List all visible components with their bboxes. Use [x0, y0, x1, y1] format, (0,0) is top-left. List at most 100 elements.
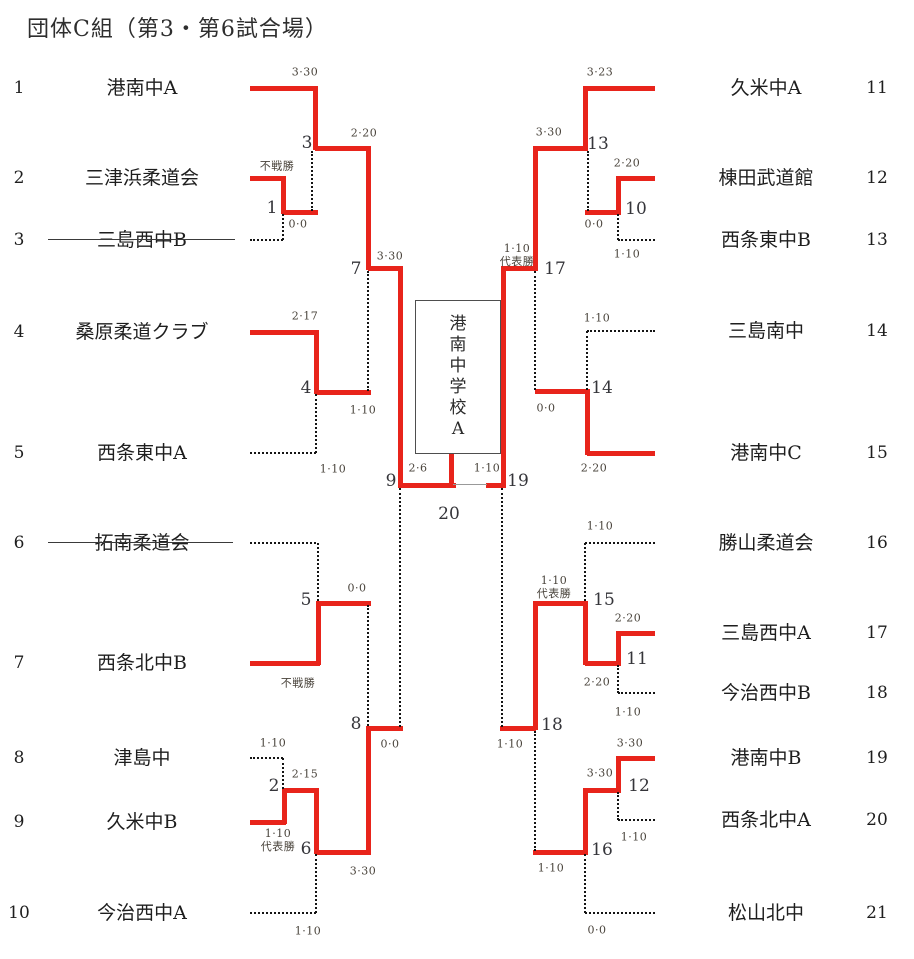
match-score: 0·0 — [380, 737, 400, 751]
winner-path-line — [585, 661, 621, 666]
winner-path-line — [398, 266, 403, 488]
bracket-dotted-line — [399, 488, 401, 727]
bracket-dotted-line — [367, 605, 369, 726]
match-number: 17 — [544, 259, 566, 279]
seed-number: 6 — [13, 533, 25, 553]
bracket-dotted-line — [315, 394, 317, 453]
match-score: 3·30 — [616, 736, 644, 750]
winner-path-line — [501, 266, 506, 488]
team-name: 今治西中B — [721, 682, 811, 704]
team-name: 西条東中A — [97, 442, 187, 464]
winner-path-line — [400, 483, 456, 488]
bracket-dotted-line — [586, 331, 588, 390]
team-name: 港南中A — [106, 77, 178, 99]
seed-number: 5 — [13, 443, 25, 463]
winner-path-line — [283, 210, 318, 215]
winner-path-line — [366, 726, 371, 854]
winner-path-line — [315, 146, 371, 151]
team-name: 港南中B — [730, 747, 802, 769]
bracket-dotted-line — [585, 912, 655, 914]
team-name: 西条北中A — [721, 809, 811, 831]
winner-path-line — [585, 788, 621, 793]
seed-number: 19 — [866, 748, 888, 768]
bracket-dotted-line — [250, 757, 283, 759]
team-name: 津島中 — [113, 747, 171, 769]
winner-path-line — [282, 788, 287, 824]
bracket-dotted-line — [250, 452, 316, 454]
team-name: 久米中B — [106, 811, 178, 833]
match-number: 4 — [300, 378, 312, 398]
match-score: 3·30 — [586, 766, 614, 780]
bracket-dotted-line — [250, 239, 283, 241]
winner-path-line — [250, 86, 317, 91]
seed-number: 3 — [13, 230, 25, 250]
match-score: 3·30 — [535, 125, 563, 139]
winner-path-line — [533, 850, 588, 855]
winner-path-line — [618, 756, 655, 761]
team-name: 西条北中B — [97, 652, 187, 674]
seed-number: 14 — [866, 321, 888, 341]
match-score: 1·10 — [586, 519, 614, 533]
final-connector-line — [453, 484, 487, 485]
match-score: 1·10 — [319, 462, 347, 476]
winner-path-line — [503, 266, 538, 271]
bracket-dotted-line — [617, 214, 619, 240]
seed-number: 1 — [13, 78, 25, 98]
team-name: 西条東中B — [721, 229, 811, 251]
seed-number: 9 — [13, 812, 25, 832]
champion-name-char: 学 — [449, 377, 467, 397]
match-score: 2·6 — [408, 461, 428, 475]
match-score: 2·20 — [580, 461, 608, 475]
match-number: 8 — [350, 714, 362, 734]
team-name: 三島南中 — [727, 320, 804, 342]
seed-number: 15 — [866, 443, 888, 463]
match-number: 15 — [593, 590, 615, 610]
bracket-dotted-line — [315, 854, 317, 913]
bracket-dotted-line — [250, 912, 316, 914]
match-score: 0·0 — [288, 217, 308, 231]
match-score: 1·10 — [294, 924, 322, 938]
team-name: 棟田武道館 — [718, 167, 814, 189]
match-score: 1·10 — [259, 736, 287, 750]
champion-name-char: 南 — [449, 335, 467, 355]
winner-path-line — [316, 601, 321, 665]
seed-number: 11 — [866, 78, 888, 98]
match-number: 12 — [628, 776, 650, 796]
team-name: 松山北中 — [727, 902, 804, 924]
match-score: 1·10 — [614, 705, 642, 719]
match-score: 0·0 — [584, 217, 604, 231]
winner-path-line — [583, 601, 588, 665]
team-name: 久米中A — [730, 77, 802, 99]
team-name-withdrawn: 拓南柔道会 — [94, 532, 190, 554]
match-score: 3·23 — [586, 65, 614, 79]
match-number: 3 — [301, 133, 313, 153]
team-name: 三島西中A — [721, 622, 811, 644]
match-score: 1·10 — [583, 311, 611, 325]
winner-path-line — [368, 266, 403, 271]
match-score: 3·30 — [291, 65, 319, 79]
bracket-dotted-line — [584, 854, 586, 913]
winner-path-line — [366, 146, 371, 270]
withdrawn-strike-line — [48, 542, 233, 543]
match-score: 2·15 — [291, 767, 319, 781]
winner-path-line — [284, 788, 319, 793]
match-score: 1·10 — [473, 461, 501, 475]
match-number: 6 — [300, 839, 312, 859]
winner-path-line — [250, 820, 286, 825]
bracket-dotted-line — [587, 151, 589, 211]
bracket-dotted-line — [367, 271, 369, 391]
match-number: 2 — [268, 776, 280, 796]
match-number: 1 — [266, 198, 278, 218]
winner-path-line — [250, 330, 318, 335]
match-number: 16 — [591, 840, 613, 860]
match-score: 3·30 — [376, 249, 404, 263]
page-title: 団体C組（第3・第6試合場） — [27, 17, 328, 42]
team-name: 港南中C — [730, 442, 802, 464]
match-score: 2·17 — [291, 309, 319, 323]
winner-path-line — [314, 788, 319, 854]
